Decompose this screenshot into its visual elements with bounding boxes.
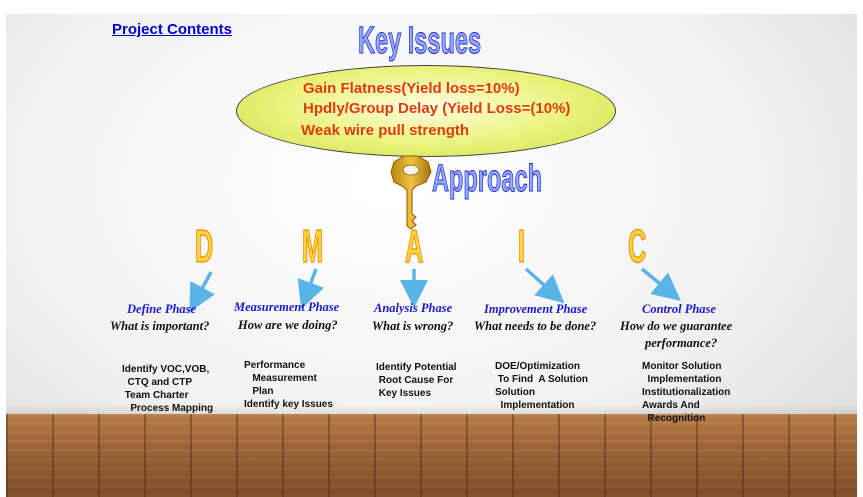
issue-item: Hpdly/Group Delay (Yield Loss=(10%) xyxy=(303,100,571,117)
letter-i: I xyxy=(518,220,526,273)
phase-name-control: Control Phase xyxy=(642,302,716,316)
key-icon xyxy=(390,155,432,230)
phase-details-improvement: DOE/Optimization To Find A Solution Solu… xyxy=(495,361,588,411)
phase-name-measurement: Measurement Phase xyxy=(234,300,340,314)
phase-question-analysis: What is wrong? xyxy=(372,319,454,333)
issue-item: Weak wire pull strength xyxy=(301,122,470,139)
letter-a: A xyxy=(405,220,424,273)
arrow-improvement xyxy=(524,267,565,304)
phase-name-improvement: Improvement Phase xyxy=(484,302,588,316)
letter-m: M xyxy=(302,220,324,273)
phase-question-control: How do we guarantee xyxy=(620,319,733,333)
phase-details-measurement: Performance Measurement Plan Identify ke… xyxy=(244,360,333,410)
approach-heading: Approach xyxy=(432,158,543,201)
slide: Project Contents Key Issues Gain Flatnes… xyxy=(6,14,857,497)
phase-name-analysis: Analysis Phase xyxy=(374,301,453,315)
letter-d: D xyxy=(195,220,214,273)
phase-question-improvement: What needs to be done? xyxy=(474,319,597,333)
phase-details-define: Identify VOC,VOB, CTQ and CTP Team Chart… xyxy=(122,364,214,414)
page-title[interactable]: Project Contents xyxy=(112,21,233,38)
wooden-floor xyxy=(6,414,857,497)
phase-name-define: Define Phase xyxy=(127,302,197,316)
phase-details-control: Monitor Solution Implementation Institut… xyxy=(642,361,731,424)
phase-question-define: What is important? xyxy=(110,319,210,333)
letter-c: C xyxy=(628,220,647,273)
issue-item: Gain Flatness(Yield loss=10%) xyxy=(303,80,520,97)
phase-details-analysis: Identify Potential Root Cause For Key Is… xyxy=(376,362,457,399)
arrow-control xyxy=(640,267,681,301)
issues-ellipse xyxy=(236,65,616,157)
arrow-measurement xyxy=(297,268,324,310)
arrow-define xyxy=(189,271,215,313)
phase-question-measurement: How are we doing? xyxy=(238,318,338,332)
phase-question-control-line2: performance? xyxy=(645,336,718,350)
phase-arrows xyxy=(189,267,681,313)
key-issues-heading: Key Issues xyxy=(358,20,482,63)
